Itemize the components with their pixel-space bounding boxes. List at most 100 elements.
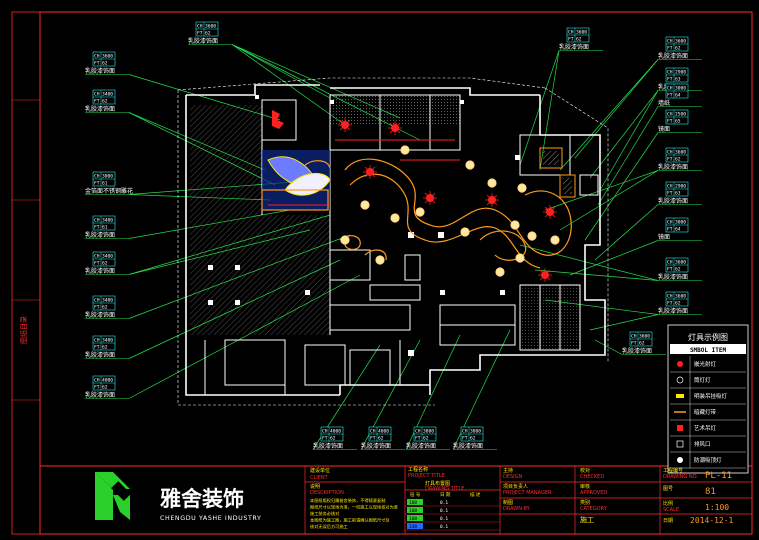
- dotted-zone-north: [330, 95, 460, 125]
- tag-ft-key: FT: [667, 227, 673, 233]
- downlight: [390, 213, 400, 223]
- tag-finish-label: 金箔面不锈钢雕花: [85, 187, 133, 195]
- revision-cell-value: 0.1: [440, 524, 448, 530]
- category-value: 施工: [580, 515, 594, 524]
- legend-label: 艺术吊灯: [694, 424, 717, 432]
- pendant-lamp: [388, 121, 402, 135]
- revision-cell-number: 100: [409, 508, 417, 514]
- sheet-code-value: PL-11: [705, 471, 732, 481]
- tag-ch-key: CH: [94, 298, 100, 304]
- sidebar-note: 图纸目录: [19, 316, 28, 344]
- tag-finish-label: 乳胶漆饰面: [658, 163, 688, 171]
- tag-ft-value: 62: [639, 341, 645, 347]
- tag-ch-value: 3600: [102, 54, 113, 60]
- tag-finish-label: 乳胶漆饰面: [658, 52, 688, 60]
- tag-ft-value: 62: [205, 31, 211, 37]
- tag-ft-key: FT: [94, 225, 100, 231]
- revision-cell-value: 0.1: [440, 500, 448, 506]
- brand-name-en: CHENGDU YASHE INDUSTRY: [160, 515, 261, 522]
- ceiling-panels: [539, 147, 576, 198]
- downlight: [527, 231, 537, 241]
- tag-finish-label: 镜面: [658, 125, 670, 133]
- project-label-cn: 工程名称: [408, 466, 428, 473]
- downlight: [465, 160, 475, 170]
- pendant-lamp: [338, 118, 352, 132]
- tag-ch-key: CH: [667, 150, 673, 156]
- revision-cell-value: 0.1: [440, 508, 448, 514]
- tag-ft-value: 62: [102, 61, 108, 67]
- tag-ch-key: CH: [568, 30, 574, 36]
- tag-ch-value: 2500: [675, 112, 686, 118]
- leader-line: [584, 132, 659, 241]
- tag-finish-label: 乳胶漆饰面: [453, 442, 483, 450]
- leader-line: [559, 170, 659, 231]
- tag-ft-key: FT: [197, 31, 203, 37]
- tag-ch-key: CH: [94, 92, 100, 98]
- desc-label-en: DESCRIPTION: [310, 490, 344, 496]
- tag-ch-value: 3400: [102, 254, 113, 260]
- hatched-zone-center: [262, 215, 330, 335]
- check-label-cn: 校对: [580, 467, 590, 474]
- tag-ft-value: 64: [675, 93, 681, 99]
- downlight: [340, 235, 350, 245]
- revision-row-swatch: [407, 515, 423, 521]
- tag-ft-key: FT: [667, 119, 673, 125]
- tag-ft-value: 63: [675, 77, 681, 83]
- brand-logo: [95, 472, 131, 520]
- tag-ft-value: 62: [102, 305, 108, 311]
- legend-label: 嵌光射灯: [694, 360, 717, 368]
- downlight: [495, 267, 505, 277]
- tag-ft-key: FT: [462, 436, 468, 442]
- revision-row-swatch: [407, 523, 423, 529]
- leader-line: [539, 50, 560, 171]
- drawing-title-cn: 灯具布置图: [425, 480, 450, 487]
- title-block-text: 建设单位 CLIENT 说明 DESCRIPTION 本图纸版权归属雅舍装饰，不…: [310, 466, 734, 531]
- tag-ch-key: CH: [667, 39, 673, 45]
- legend-label: 筒灯灯: [694, 376, 711, 384]
- tag-ft-key: FT: [370, 436, 376, 442]
- drawn-label-en: DRAWN BY: [503, 506, 531, 512]
- tag-ch-value: 3600: [675, 294, 686, 300]
- legend-row: 明装吊挂吸灯: [670, 388, 746, 405]
- tag-finish-label: 乳胶漆饰面: [85, 391, 115, 399]
- pendant-lamp: [538, 268, 552, 282]
- legend-ceiling-icon: [677, 457, 683, 463]
- tag-ft-value: 61: [102, 225, 108, 231]
- tag-finish-label: 乳胶漆饰面: [658, 273, 688, 281]
- tag-ft-key: FT: [94, 385, 100, 391]
- tag-ch-value: 4000: [330, 429, 341, 435]
- tag-ch-key: CH: [197, 24, 203, 30]
- tag-finish-label: 乳胶漆饰面: [85, 267, 115, 275]
- leader-line: [534, 269, 659, 281]
- revision-header-cell: 日 期: [440, 492, 451, 498]
- tag-finish-label: 乳胶漆饰面: [85, 311, 115, 319]
- tag-ft-value: 62: [675, 157, 681, 163]
- client-label-cn: 建设单位: [310, 467, 330, 474]
- leader-line: [589, 90, 659, 179]
- design-label-en: DESIGN: [503, 474, 523, 480]
- tag-ft-key: FT: [667, 93, 673, 99]
- leader-line: [559, 59, 659, 171]
- downlight: [550, 235, 560, 245]
- revision-cell-value: 0.1: [440, 516, 448, 522]
- downlight: [460, 227, 470, 237]
- date-value: 2014-12-1: [690, 516, 734, 525]
- tag-ft-key: FT: [94, 181, 100, 187]
- title-block: [304, 466, 752, 534]
- description-line: 核对无误后方可施工: [310, 523, 348, 530]
- tag-ch-key: CH: [667, 184, 673, 190]
- tag-finish-label: 乳胶漆饰面: [85, 105, 115, 113]
- legend-label: 防潮吸顶灯: [694, 456, 722, 464]
- pm-label-cn: 项目负责人: [503, 483, 528, 490]
- leader-line: [589, 314, 659, 331]
- pendant-lamp: [423, 191, 437, 205]
